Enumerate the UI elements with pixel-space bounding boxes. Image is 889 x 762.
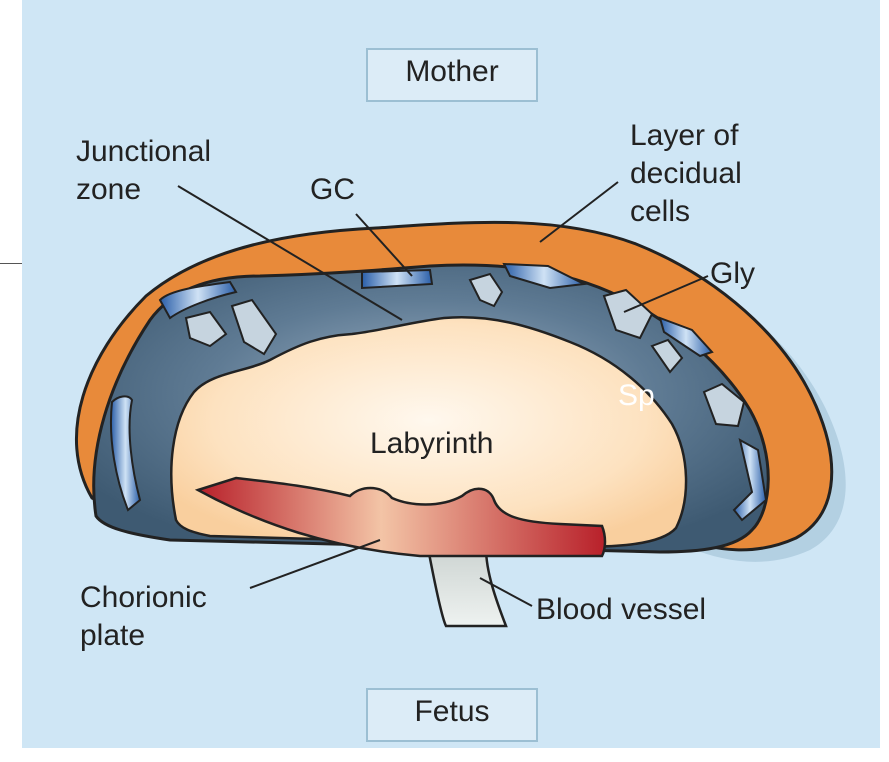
junctional-zone-label-1: Junctional (76, 134, 211, 170)
blood-vessel-shape (428, 548, 506, 626)
labyrinth-label: Labyrinth (370, 426, 493, 462)
gc-label: GC (310, 172, 355, 208)
blood-vessel-label: Blood vessel (536, 592, 706, 628)
sp-label: Sp (618, 378, 655, 414)
mother-label-box: Mother (366, 48, 538, 102)
junctional-zone-label-2: zone (76, 172, 141, 208)
gly-label: Gly (710, 256, 755, 292)
giant-cell-top-1 (362, 270, 432, 288)
chorionic-plate-label-2: plate (80, 618, 145, 654)
decidual-label-2: decidual (630, 156, 742, 192)
decidual-label-1: Layer of (630, 118, 738, 154)
chorionic-plate-label-1: Chorionic (80, 580, 207, 616)
decidual-label-3: cells (630, 194, 690, 230)
fetus-label-box: Fetus (366, 688, 538, 742)
leader-chorionic (250, 540, 380, 588)
